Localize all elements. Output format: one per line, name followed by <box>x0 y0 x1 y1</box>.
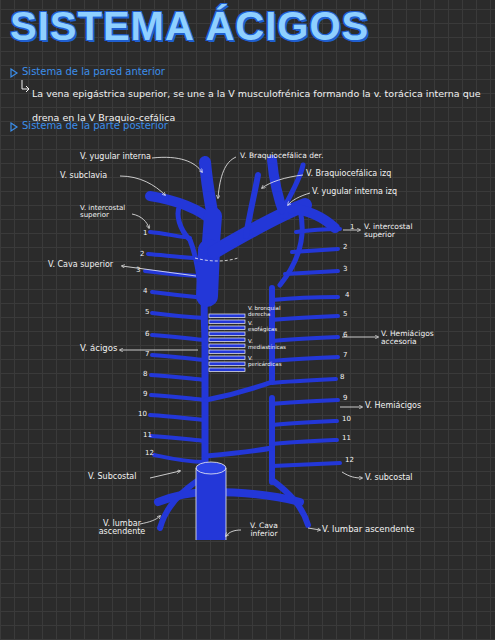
bullet <box>11 69 17 77</box>
leader-line <box>120 157 378 536</box>
vein-label: V. intercostal superior <box>80 205 142 220</box>
callout-number: 6 <box>343 331 347 339</box>
callout-number: 2 <box>343 243 347 251</box>
callout-number: 7 <box>343 351 347 359</box>
callout-number: 4 <box>143 287 147 295</box>
inferior-vena-cava <box>196 462 226 540</box>
callout-number: 10 <box>138 410 147 418</box>
callout-number: 4 <box>345 291 349 299</box>
vein-label: V. Cava superior <box>48 260 113 269</box>
vein-label: V. ácigos <box>80 344 117 354</box>
section-heading: Sistema de la pared anterior <box>22 66 165 78</box>
callout-number: 12 <box>345 456 354 464</box>
callout-number: 1 <box>143 229 147 237</box>
pericardium-line <box>195 258 238 261</box>
section-heading: Sistema de la parte posterior <box>22 120 168 132</box>
vein-label: V. lumbar ascendente <box>98 520 146 536</box>
callout-number: 8 <box>143 370 147 378</box>
vein-label: V. Hemiácigos <box>365 401 421 410</box>
vein-label: V. yugular interna izq <box>312 187 397 196</box>
callout-number: 9 <box>143 390 147 398</box>
vein-label: V. Subcostal <box>88 472 136 481</box>
vein-label: V. pericárdicas <box>248 356 288 367</box>
bullet <box>11 123 17 131</box>
callout-number: 1 <box>350 223 354 231</box>
vein-label: V. Hemiácigos accesoria <box>381 330 443 346</box>
vein-label: V. subcostal <box>365 473 413 482</box>
callout-number: 12 <box>145 449 154 457</box>
callout-number: 11 <box>143 431 152 439</box>
callout-number: 11 <box>342 434 351 442</box>
vein-label: V. yugular interna <box>80 152 151 161</box>
vein-label: V. Braquiocefálica der. <box>240 152 323 161</box>
callout-number: 2 <box>140 250 144 258</box>
callout-number: 6 <box>145 330 149 338</box>
vein-label: V. Braquiocefálica izq <box>306 169 391 178</box>
hook-arrow <box>22 80 29 92</box>
vein-label: V. mediastínicas <box>248 339 290 350</box>
callout-number: 5 <box>145 308 149 316</box>
callout-number: 8 <box>340 373 344 381</box>
callout-number: 9 <box>343 394 347 402</box>
callout-number: 3 <box>343 265 347 273</box>
vein-label: V. Cava inferior <box>242 522 286 537</box>
vein-label: V. esofágicas <box>248 321 282 332</box>
callout-number: 3 <box>136 266 140 274</box>
vein-label: V. subclavia <box>60 171 107 180</box>
page-title: SISTEMA ÁCIGOS <box>10 4 369 49</box>
vein-label: V. lumbar ascendente <box>322 525 414 535</box>
callout-number: 10 <box>342 415 351 423</box>
mediastinal-veins <box>209 314 245 372</box>
vein-label: V. bronquial derecha <box>248 306 282 317</box>
vein <box>145 160 340 528</box>
vein-label: V. intercostal superior <box>364 223 428 239</box>
callout-number: 5 <box>343 310 347 318</box>
callout-number: 7 <box>145 350 149 358</box>
